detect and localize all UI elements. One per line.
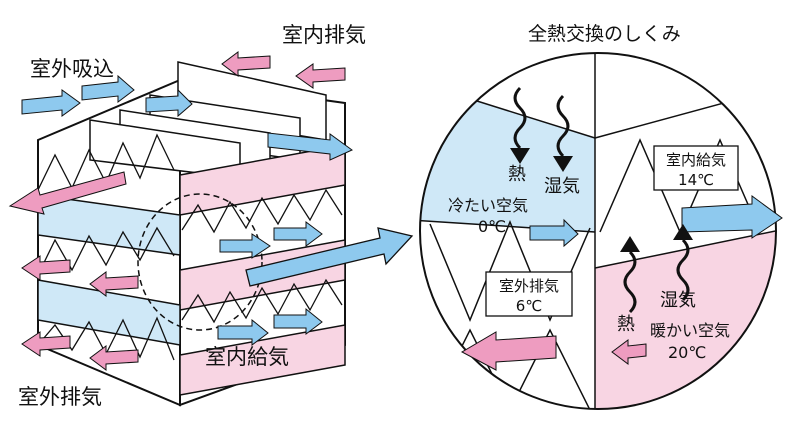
- outdoor-exhaust-arrow: [460, 331, 557, 371]
- cold-air-arrow: [529, 218, 579, 248]
- outdoor-exhaust-box: [485, 271, 573, 317]
- intake-arrows: [21, 74, 353, 346]
- magnify-area: [137, 193, 263, 331]
- label-warm-air: 暖かい空気: [650, 321, 730, 340]
- diagram-title: 全熱交換のしくみ: [528, 23, 681, 45]
- side-fins: [181, 188, 343, 324]
- humidity-arrowhead-top: [553, 156, 573, 172]
- label-outdoor-exhaust-box: 室外排気: [499, 277, 559, 295]
- cold-layer-bands: [37, 194, 181, 346]
- magnify-connector-arrow: [245, 227, 414, 287]
- label-outdoor-exhaust: 室外排気: [18, 385, 102, 409]
- warm-air-arrow: [611, 339, 647, 365]
- humidity-arrowhead-bottom: [673, 224, 693, 240]
- label-indoor-exhaust: 室内排気: [282, 23, 366, 47]
- label-indoor-supply: 室内給気: [205, 345, 289, 369]
- label-outdoor-exhaust-temp: 6℃: [516, 297, 542, 315]
- label-humidity-top: 湿気: [544, 176, 580, 197]
- label-cold-air: 冷たい空気: [448, 196, 528, 215]
- label-warm-temp: 20℃: [668, 343, 706, 362]
- heat-transfer-arrows-bottom: [623, 238, 690, 314]
- label-humidity-bottom: 湿気: [660, 290, 696, 311]
- top-fins: [89, 61, 327, 179]
- indoor-supply-box: [653, 145, 739, 191]
- label-indoor-supply-box: 室内給気: [666, 151, 726, 169]
- label-heat-bottom: 熱: [617, 314, 635, 335]
- exhaust-arrows: [8, 51, 346, 371]
- heat-transfer-arrows-top: [513, 86, 570, 158]
- magnified-view: [420, 53, 776, 409]
- label-outdoor-intake: 室外吸込: [30, 57, 114, 81]
- label-cold-temp: 0℃: [478, 217, 506, 236]
- indoor-supply-arrow: [681, 195, 783, 239]
- heat-arrowhead-top: [510, 148, 530, 164]
- magnified-circle-border: [419, 52, 777, 410]
- heat-arrowhead-bottom: [620, 236, 640, 252]
- label-indoor-supply-temp: 14℃: [678, 171, 714, 189]
- label-heat-top: 熱: [508, 164, 526, 185]
